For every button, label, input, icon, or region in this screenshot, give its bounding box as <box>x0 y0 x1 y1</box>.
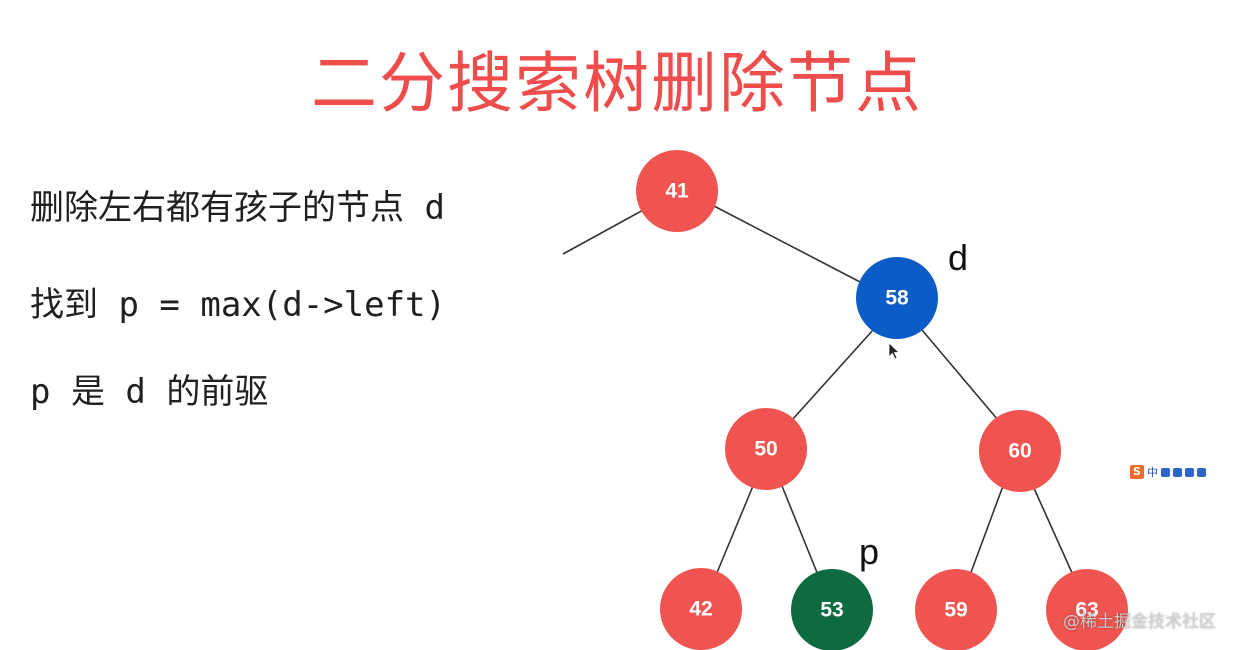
edge-50-53 <box>781 485 819 576</box>
tree-node-41: 41 <box>636 150 718 232</box>
bullet-predecessor-def: p 是 d 的前驱 <box>30 372 269 412</box>
ime-skin-icon[interactable] <box>1197 467 1206 477</box>
edge-58-50 <box>791 329 874 421</box>
svg-text:63: 63 <box>1075 599 1098 622</box>
edge-58-60 <box>921 329 999 421</box>
tree-node-50: 50 <box>725 408 807 490</box>
edge-41-58 <box>713 205 863 284</box>
svg-text:50: 50 <box>754 438 777 461</box>
tree-node-59: 59 <box>915 569 997 650</box>
tree-node-63: 63 <box>1046 569 1128 650</box>
tree-node-53: 53 <box>791 569 873 650</box>
svg-text:59: 59 <box>944 599 967 622</box>
edge-50-42 <box>715 485 754 576</box>
svg-text:41: 41 <box>665 180 689 203</box>
tree-node-58: 58 <box>856 257 938 339</box>
tree-node-42: 42 <box>660 568 742 650</box>
ime-punctuation-icon[interactable] <box>1161 467 1170 477</box>
ime-toolbar[interactable]: S 中 <box>1127 462 1209 482</box>
svg-text:42: 42 <box>689 598 712 621</box>
marker-p-label: p <box>859 531 879 572</box>
tree-node-60: 60 <box>979 410 1061 492</box>
mouse-cursor-icon <box>888 342 901 360</box>
marker-d-label: d <box>948 237 968 278</box>
edge-60-63 <box>1032 485 1074 576</box>
slide-title: 二分搜索树删除节点 <box>311 45 923 122</box>
edge-60-59 <box>969 485 1004 576</box>
ime-keyboard-icon[interactable] <box>1173 467 1182 477</box>
bullet-delete-node: 删除左右都有孩子的节点 d <box>30 188 445 228</box>
bullet-find-predecessor: 找到 p = max(d->left) <box>30 285 446 325</box>
edge-41-left-offscreen <box>562 208 646 255</box>
sogou-logo-icon[interactable]: S <box>1130 465 1144 479</box>
svg-text:53: 53 <box>820 599 843 622</box>
svg-text:60: 60 <box>1008 440 1031 463</box>
ime-mode-toggle[interactable]: 中 <box>1147 466 1158 479</box>
ime-settings-icon[interactable] <box>1185 467 1194 477</box>
svg-text:58: 58 <box>885 287 909 310</box>
watermark: @稀土掘金技术社区 <box>1063 612 1216 632</box>
